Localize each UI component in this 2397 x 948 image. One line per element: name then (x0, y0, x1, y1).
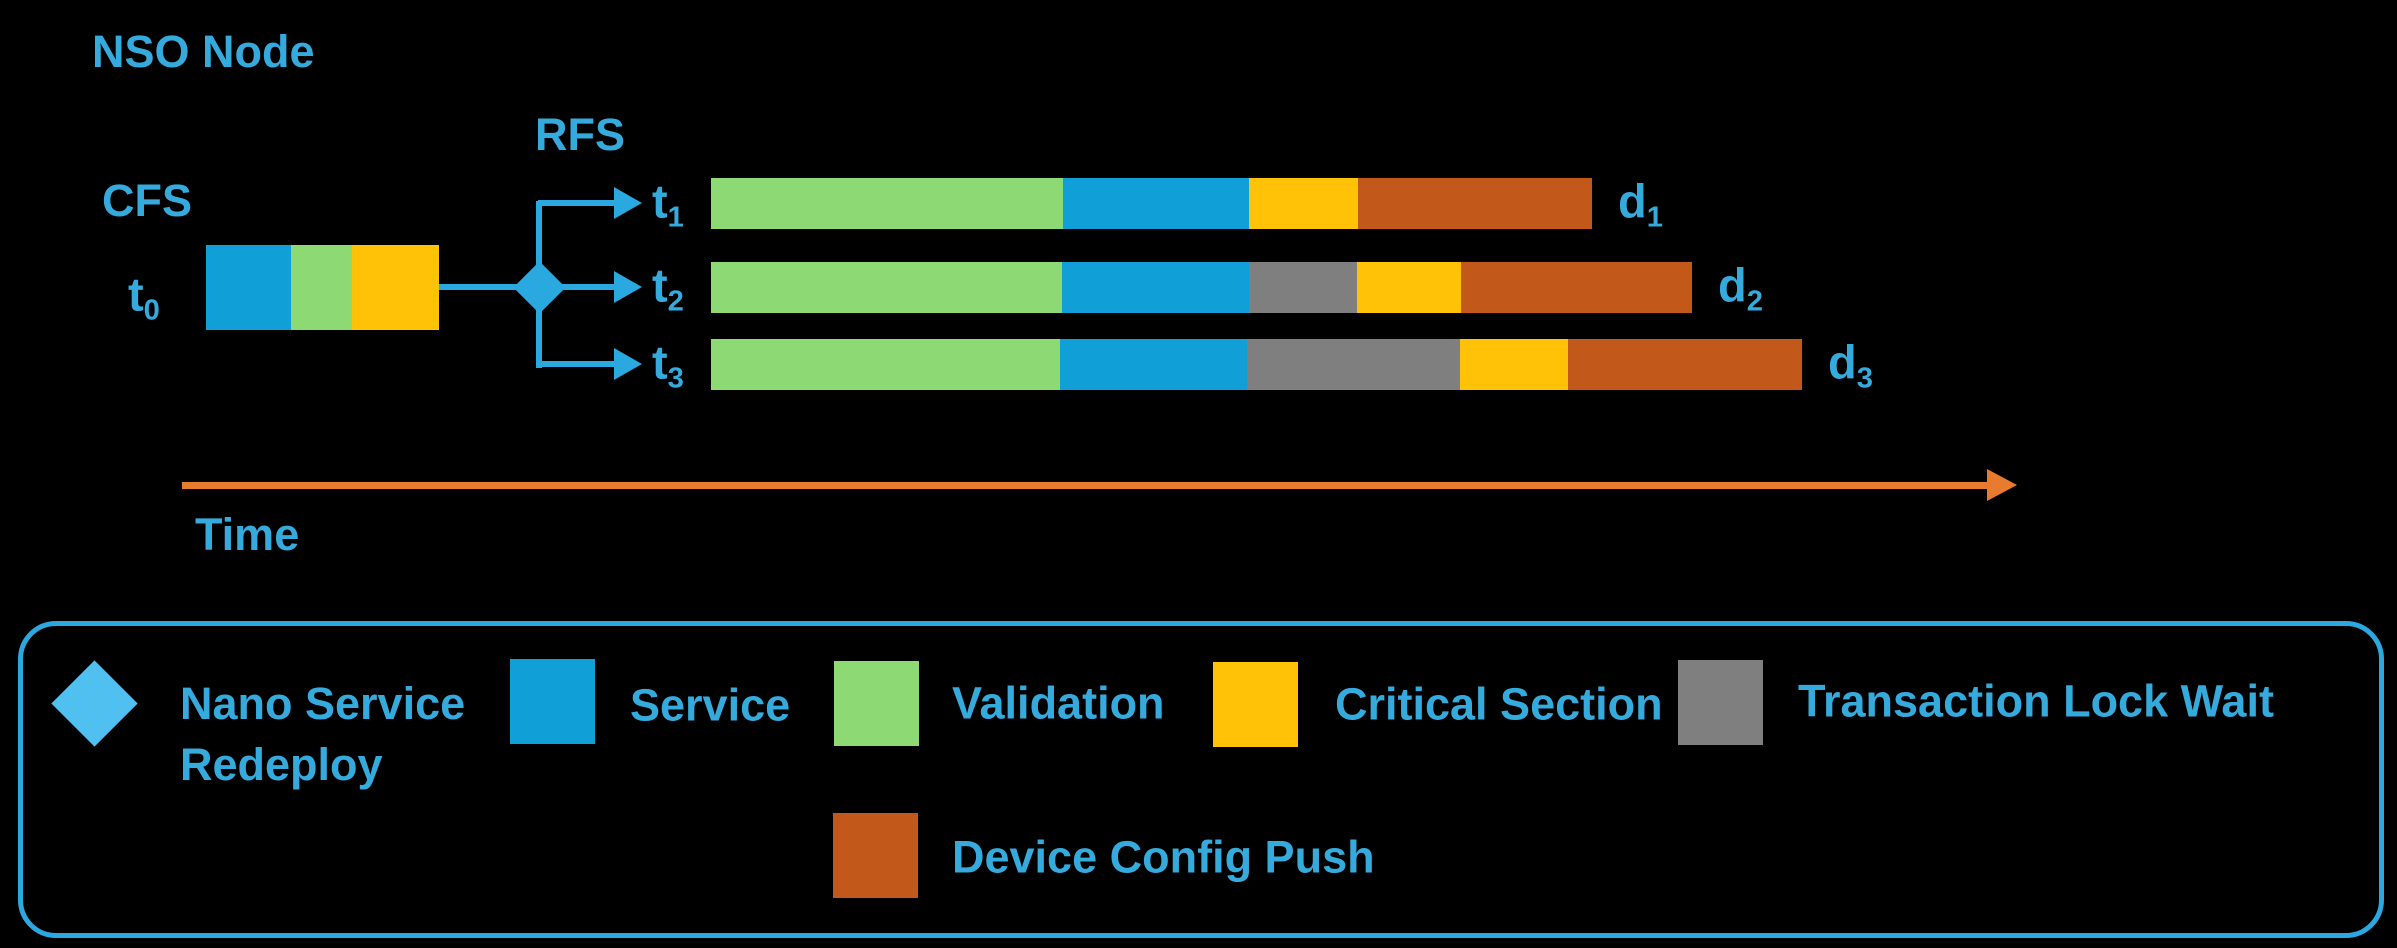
time-axis-label: Time (195, 509, 300, 560)
d1-label: d1 (1618, 174, 1663, 233)
branch-arrowhead-t3-icon (614, 348, 642, 380)
bar-3-segment-validation (711, 339, 1060, 390)
legend-label-5: Device Config Push (952, 831, 1375, 883)
branch-arrow-shaft-t3 (538, 361, 614, 367)
cfs-t0-bar (206, 245, 439, 330)
time-axis-arrowhead-icon (1987, 469, 2017, 501)
bar-2-segment-validation (711, 262, 1062, 313)
legend-label-4: Transaction Lock Wait (1798, 675, 2274, 727)
rfs-transaction-bar-2 (711, 262, 1692, 313)
rfs-transaction-bar-1 (711, 178, 1592, 229)
bar-3-segment-critical (1460, 339, 1568, 390)
branch-arrowhead-t1-icon (614, 187, 642, 219)
bar-2-segment-lockwait (1249, 262, 1357, 313)
cfs-to-rfs-connector-line (439, 284, 517, 290)
legend-swatch-push-icon (833, 813, 918, 898)
branch-arrowhead-t2-icon (614, 271, 642, 303)
d3-label: d3 (1828, 335, 1873, 394)
bar-3-segment-service (1060, 339, 1247, 390)
bar-3-segment-lockwait (1247, 339, 1460, 390)
t2-label: t2 (652, 258, 684, 317)
cfs-label: CFS (102, 175, 192, 226)
t1-label: t1 (652, 174, 684, 233)
legend-label-1: Service (630, 679, 791, 731)
time-axis-line (182, 482, 1987, 489)
nso-node-title: NSO Node (92, 26, 315, 77)
rfs-label: RFS (535, 109, 625, 160)
legend-box (18, 621, 2384, 938)
legend-swatch-lockwait-icon (1678, 660, 1763, 745)
t0-bar-segment-validation (291, 245, 352, 330)
branch-arrow-shaft-t2 (538, 284, 614, 290)
d2-label: d2 (1718, 258, 1763, 317)
legend-label-2: Validation (952, 677, 1165, 729)
bar-2-segment-service (1062, 262, 1249, 313)
legend-swatch-critical-icon (1213, 662, 1298, 747)
bar-1-segment-critical (1249, 178, 1358, 229)
bar-2-segment-critical (1357, 262, 1461, 313)
branch-arrow-shaft-t1 (538, 200, 614, 206)
bar-1-segment-validation (711, 178, 1063, 229)
bar-1-segment-push (1358, 178, 1592, 229)
t3-label: t3 (652, 335, 684, 394)
bar-1-segment-service (1063, 178, 1249, 229)
bar-3-segment-push (1568, 339, 1802, 390)
legend-swatch-validation-icon (834, 661, 919, 746)
rfs-transaction-bar-3 (711, 339, 1802, 390)
legend-label-3: Critical Section (1335, 678, 1663, 730)
bar-2-segment-push (1461, 262, 1692, 313)
t0-label: t0 (128, 267, 160, 327)
t0-bar-segment-critical (352, 245, 439, 330)
legend-swatch-service-icon (510, 659, 595, 744)
t0-bar-segment-service (206, 245, 291, 330)
